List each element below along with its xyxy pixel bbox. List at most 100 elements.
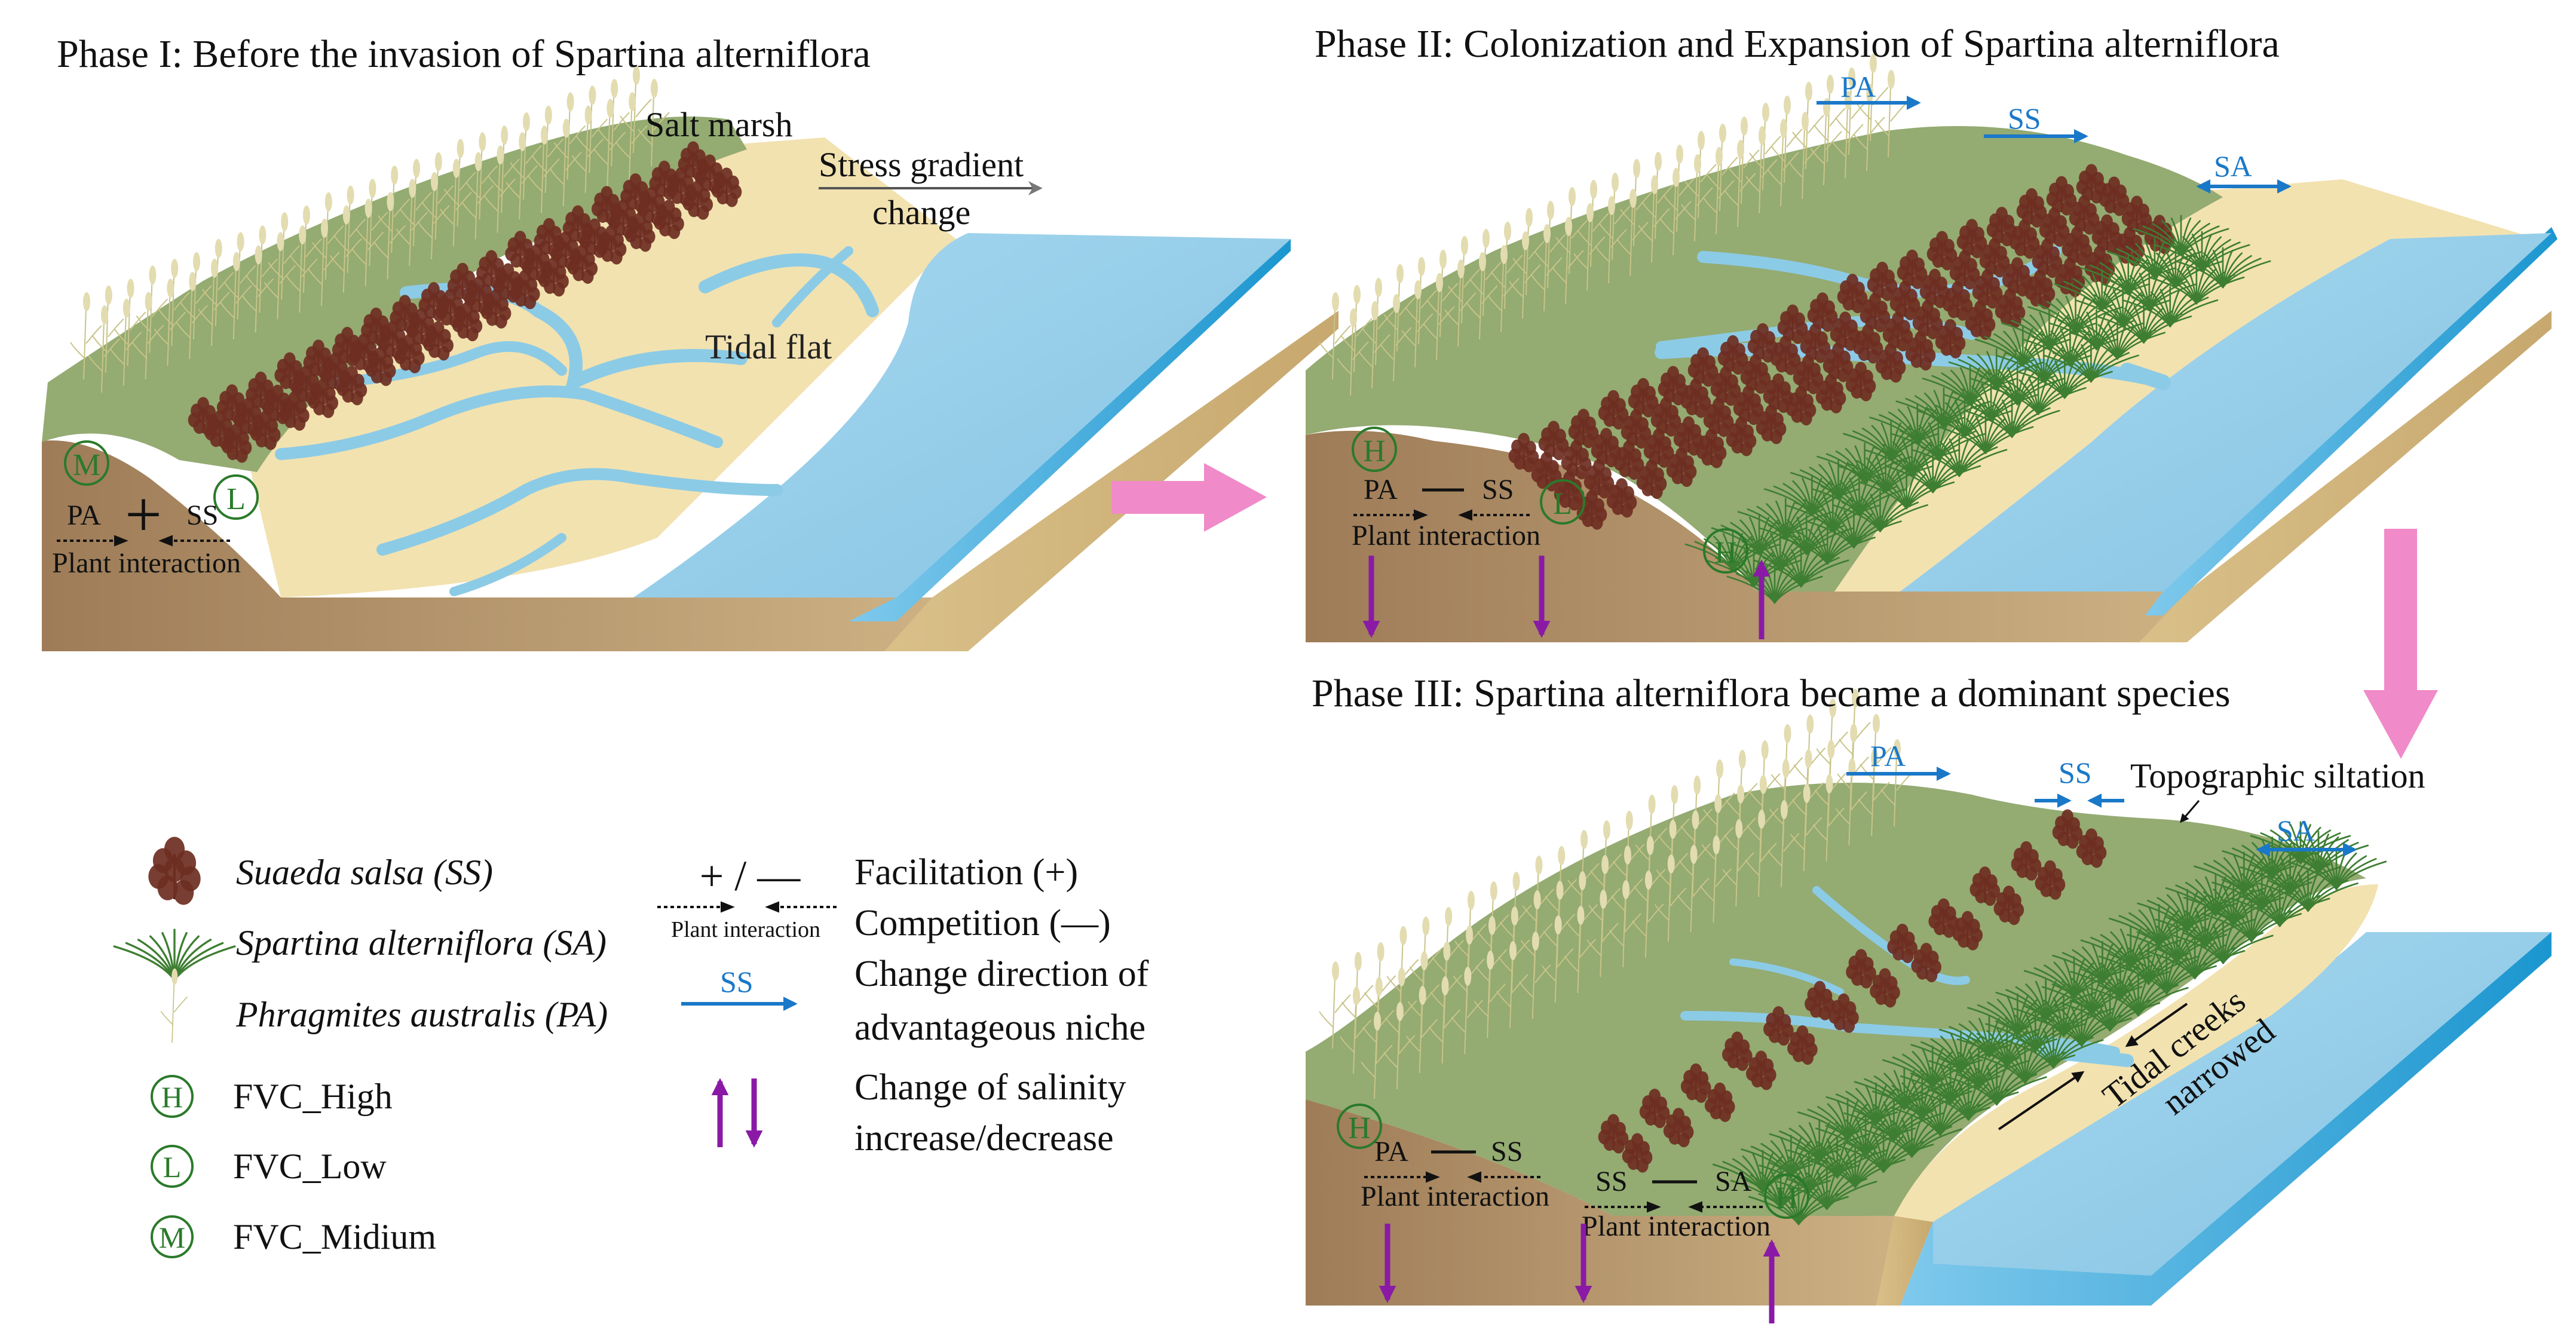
spartina-plant [2174,247,2271,289]
phragmites-plant [1702,147,1735,235]
suaeda-plant [510,269,540,309]
phase-arrow-down [2363,529,2438,759]
suaeda-plant [336,366,367,406]
suaeda-plant [1756,405,1787,445]
spartina-plant [1759,1151,1860,1194]
spartina-plant [2116,951,2217,995]
phragmites-plant [1530,224,1563,312]
phragmites-plant [1722,819,1754,907]
suaeda-plant [1942,281,1973,321]
phragmites-plant [1383,1002,1416,1090]
phragmites-plant [160,968,188,1043]
suaeda-plant [464,275,495,315]
suaeda-plant [1815,373,1846,413]
suaeda-plant [365,347,396,387]
suaeda-plant [1531,452,1562,492]
svg-text:H: H [1714,536,1737,570]
phase2-interaction: PA SS Plant interaction [1352,474,1540,551]
suaeda-plant [1598,390,1629,430]
suaeda-plant [1969,866,2001,906]
phragmites-plant [1745,810,1777,897]
spartina-plant [2031,1003,2132,1047]
phragmites-plant [308,219,340,307]
phragmites-plant [461,152,494,240]
spartina-plant [2016,357,2113,399]
suaeda-plant [480,289,511,329]
phase3-reed-patch [1319,689,1913,1099]
phragmites-plant [351,198,384,286]
phase1-badge-l: L [213,474,259,520]
spartina-plant [1974,1040,2076,1084]
phragmites-plant [1423,273,1455,361]
phase3-sand-top [1894,884,2378,1222]
svg-text:PA: PA [1374,1136,1408,1167]
phragmites-plant [1319,292,1351,380]
phragmites-plant [1620,159,1652,247]
phase3-topo-pointer [2180,800,2200,823]
svg-text:SS: SS [1482,474,1514,505]
suaeda-plant [1621,409,1652,449]
suaeda-plant [1956,219,1987,259]
suaeda-plant [1897,249,1928,289]
svg-text:PA: PA [1840,70,1876,103]
suaeda-plant [2052,809,2083,849]
suaeda-plant [1538,421,1569,461]
legend-salinity-line1: Change of salinity [854,1067,1126,1108]
phragmites-plant [1853,84,1885,171]
phragmites-plant [1586,890,1619,977]
phase1-badge-m: M [64,440,109,486]
phragmites-plant [329,205,362,293]
phase3-water-top [1933,932,2552,1276]
phase3-narrow-arrow-2 [1998,1071,2085,1130]
phase1-marsh-top [42,117,747,472]
svg-text:Plant interaction: Plant interaction [52,547,241,579]
phragmites-plant [1358,301,1390,389]
suaeda-plant [1628,378,1659,418]
legend-species-phragmites: Phragmites australis (PA) [235,995,608,1034]
phase2-suaeda-patch [1508,164,2175,530]
phragmites-plant [1337,308,1369,396]
suaeda-plant [1887,923,1918,963]
svg-text:H: H [1348,1111,1371,1145]
phragmites-plant [1654,854,1687,942]
phragmites-plant [1745,126,1778,214]
phase2-water-face [2145,227,2557,615]
phragmites-plant [131,292,164,379]
legend-badge-low: L [151,1145,194,1188]
suaeda-plant [1726,416,1757,456]
phragmites-plant [615,92,648,180]
legend-species-spartina: Spartina alterniflora (SA) [236,923,607,963]
suaeda-plant [1905,331,1936,371]
phase2-sand-face [2139,311,2552,642]
legend-niche-line1: Change direction of [854,954,1149,994]
svg-text:SS: SS [186,500,218,531]
legend-badge-medium: M [151,1215,194,1258]
phase3-suaeda-patch [1598,809,2107,1173]
phase3-title: Phase III: Spartina alterniflora became … [1312,672,2231,715]
phase1-stress-label-2: change [872,193,970,232]
phragmites-plant [88,305,120,393]
suaeda-plant [423,321,454,361]
suaeda-plant [1613,440,1644,480]
suaeda-plant [682,180,713,220]
phase3-narrow-arrow-1 [2125,1003,2188,1047]
suaeda-plant [1807,292,1838,332]
phragmites-plant [549,118,582,206]
phragmites-plant [418,172,450,260]
svg-text:PA: PA [1364,474,1398,505]
phragmites-plant [1405,986,1438,1074]
legend-fvc-high: FVC_High [233,1077,393,1116]
suaeda-plant [1717,335,1748,375]
suaeda-plant [221,423,252,463]
svg-text:Plant interaction: Plant interaction [1352,520,1540,551]
phase1-stress-label-1: Stress gradient [819,145,1024,184]
spartina-plant [2069,318,2166,360]
suaeda-plant [1576,490,1607,530]
suaeda-plant [148,836,201,905]
svg-text:SS: SS [1595,1166,1627,1197]
phragmites-plant [1724,140,1756,228]
suaeda-plant [624,212,656,252]
suaeda-plant [2035,860,2066,900]
suaeda-plant [1787,1025,1818,1065]
